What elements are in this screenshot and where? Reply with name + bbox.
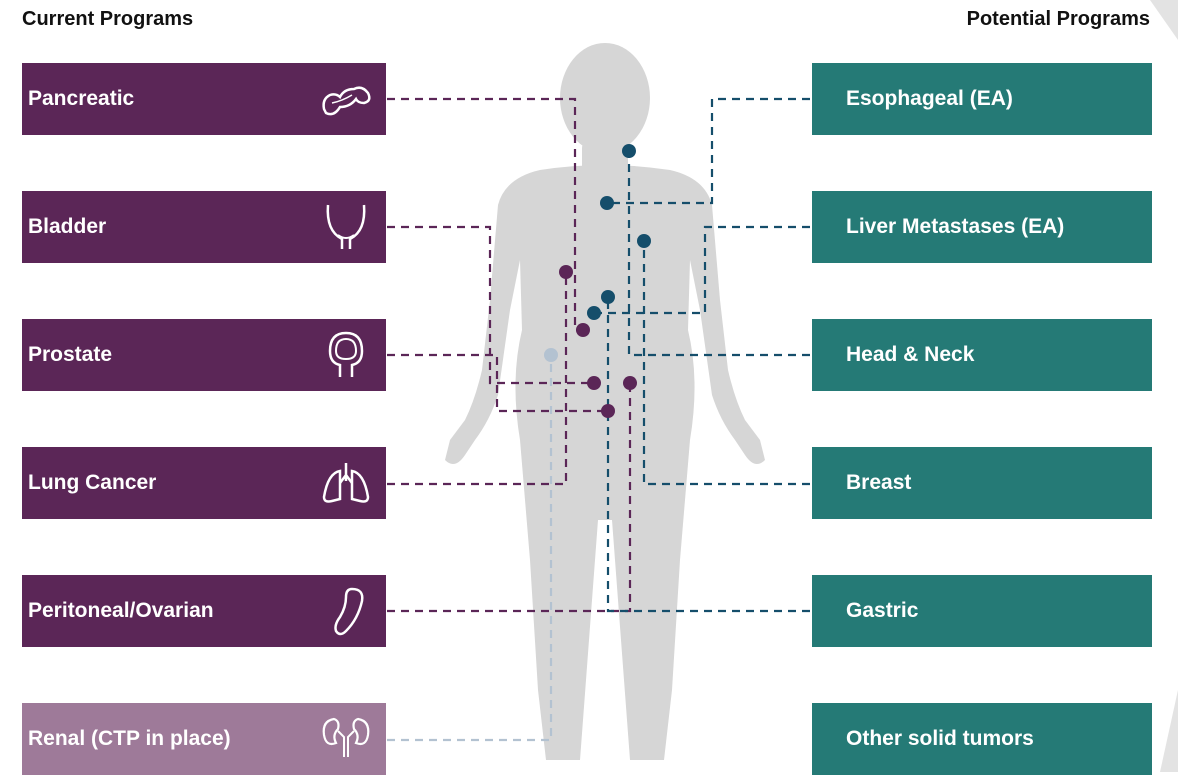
program-label: Pancreatic — [28, 87, 134, 111]
program-label: Lung Cancer — [28, 471, 156, 495]
program-head-neck: Head & Neck — [812, 319, 1152, 391]
dot-gastric — [601, 290, 615, 304]
program-label: Renal (CTP in place) — [28, 727, 231, 751]
program-prostate: Prostate — [22, 319, 386, 391]
pancreas-icon — [318, 73, 374, 125]
dot-peritoneal — [623, 376, 637, 390]
dot-liver — [587, 306, 601, 320]
program-label: Prostate — [28, 343, 112, 367]
dot-prostate — [601, 404, 615, 418]
program-bladder: Bladder — [22, 191, 386, 263]
corner-decoration-bottom — [1160, 690, 1178, 772]
program-esophageal: Esophageal (EA) — [812, 63, 1152, 135]
program-label: Breast — [846, 471, 911, 495]
prostate-icon — [318, 329, 374, 381]
bladder-icon — [318, 201, 374, 253]
program-renal: Renal (CTP in place) — [22, 703, 386, 775]
program-label: Head & Neck — [846, 343, 974, 367]
program-label: Peritoneal/Ovarian — [28, 599, 214, 623]
program-label: Other solid tumors — [846, 727, 1034, 751]
program-label: Bladder — [28, 215, 106, 239]
dot-esophageal — [600, 196, 614, 210]
dot-breast — [637, 234, 651, 248]
program-liver-metastases: Liver Metastases (EA) — [812, 191, 1152, 263]
program-label: Liver Metastases (EA) — [846, 215, 1064, 239]
program-pancreatic: Pancreatic — [22, 63, 386, 135]
program-gastric: Gastric — [812, 575, 1152, 647]
peritoneum-icon — [318, 585, 374, 637]
dot-head-neck — [622, 144, 636, 158]
human-silhouette — [445, 43, 765, 760]
corner-decoration-top — [1150, 0, 1178, 40]
program-label: Gastric — [846, 599, 918, 623]
program-peritoneal-ovarian: Peritoneal/Ovarian — [22, 575, 386, 647]
dot-bladder — [587, 376, 601, 390]
program-label: Esophageal (EA) — [846, 87, 1013, 111]
lungs-icon — [318, 457, 374, 509]
program-lung-cancer: Lung Cancer — [22, 447, 386, 519]
dot-lung — [559, 265, 573, 279]
dot-pancreatic — [576, 323, 590, 337]
dot-renal — [544, 348, 558, 362]
kidneys-icon — [318, 713, 374, 765]
program-other-solid-tumors: Other solid tumors — [812, 703, 1152, 775]
program-breast: Breast — [812, 447, 1152, 519]
